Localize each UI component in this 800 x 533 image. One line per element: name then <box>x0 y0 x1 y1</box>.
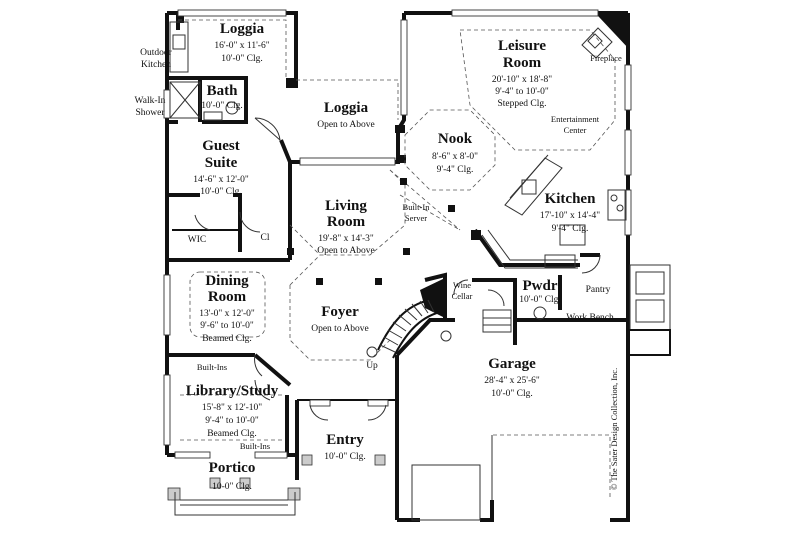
entry-clg: 10'-0" Clg. <box>324 452 365 462</box>
windows <box>163 9 632 459</box>
wic-label: WIC <box>188 235 206 245</box>
built-in-server-line2: Server <box>405 213 427 223</box>
built-ins-bottom-label: Built-Ins <box>240 441 270 451</box>
foyer-name: Foyer <box>321 304 359 320</box>
outdoor-kitchen-counter <box>169 21 189 73</box>
living-room-dims: 19'-8" x 14'-3" <box>318 234 374 244</box>
leisure-room-dims: 20'-10" x 18'-8" <box>492 75 552 85</box>
leisure-room-line2: Room <box>503 55 542 71</box>
columns <box>287 178 455 285</box>
library-study-clg1: 9'-4" to 10'-0" <box>205 416 259 426</box>
built-ins-top-label: Built-Ins <box>197 362 227 372</box>
bath-name: Bath <box>207 83 239 99</box>
living-room-line1: Living <box>325 198 367 214</box>
portico-columns <box>167 454 386 516</box>
library-study-dims: 15'-8" x 12'-10" <box>202 403 262 413</box>
solid-corners <box>176 13 628 318</box>
leisure-room-clg2: Stepped Clg. <box>497 99 546 109</box>
nook-clg: 9'-4" Clg. <box>437 165 474 175</box>
kitchen-island <box>481 154 627 269</box>
doors <box>194 117 601 421</box>
kitchen-dims: 17'-10" x 14'-4" <box>540 211 600 221</box>
dining-room-line1: Dining <box>205 273 249 289</box>
wine-cellar-line1: Wine <box>453 280 471 290</box>
entertainment-center-line2: Center <box>564 125 587 135</box>
leisure-room-clg1: 9'-4" to 10'-0" <box>495 87 549 97</box>
shower <box>169 81 239 121</box>
dining-room-line2: Room <box>208 289 247 305</box>
bath-clg: 10'-0" Clg. <box>201 101 242 111</box>
nook-dims: 8'-6" x 8'-0" <box>432 152 478 162</box>
guest-suite-line1: Guest <box>202 138 240 154</box>
leisure-room-line1: Leisure <box>498 38 546 54</box>
pwdr-fixtures <box>482 306 547 333</box>
loggia-open-name: Loggia <box>324 100 369 116</box>
library-study-name: Library/Study <box>186 383 279 399</box>
outdoor-kitchen-line1: Outdoor <box>140 48 173 58</box>
outdoor-kitchen-line2: Kitchen <box>141 60 171 70</box>
wine-cellar-line2: Cellar <box>452 291 473 301</box>
garage-name: Garage <box>488 356 536 372</box>
kitchen-clg: 9'-4" Clg. <box>552 224 589 234</box>
living-room-line2: Room <box>327 214 366 230</box>
loggia-back-dims: 16'-0" x 11'-6" <box>214 41 269 51</box>
nook-name: Nook <box>438 131 473 147</box>
portico-clg: 10-0" Clg. <box>212 482 252 492</box>
dining-room-clg1: 9'-6" to 10'-0" <box>200 321 254 331</box>
dining-room-dims: 13'-0" x 12'-0" <box>199 309 255 319</box>
garage-dims: 28'-4" x 25'-6" <box>484 376 540 386</box>
living-room-note: Open to Above <box>317 246 375 256</box>
garage-clg: 10'-0" Clg. <box>491 389 532 399</box>
stairs-up-label: Up <box>366 361 378 371</box>
kitchen-name: Kitchen <box>545 191 596 207</box>
foyer-note: Open to Above <box>311 324 369 334</box>
pwdr-clg: 10'-0" Clg. <box>519 295 560 305</box>
portico-name: Portico <box>209 460 256 476</box>
guest-suite-dims: 14'-6" x 12'-0" <box>193 175 249 185</box>
walk-in-shower-line2: Shower <box>135 108 165 118</box>
labels: Loggia 16'-0" x 11'-6" 10'-0" Clg. Outdo… <box>135 21 622 492</box>
copyright-text: © The Sater Design Collection, Inc. <box>609 368 619 490</box>
work-bench-label: Work Bench <box>566 313 614 323</box>
pantry-label: Pantry <box>586 285 611 295</box>
closet-label: Cl <box>261 233 270 243</box>
library-study-clg2: Beamed Clg. <box>207 429 257 439</box>
built-in-server-line1: Built-In <box>403 202 431 212</box>
loggia-back-clg: 10'-0" Clg. <box>221 54 262 64</box>
walk-in-shower-line1: Walk-In <box>135 96 166 106</box>
fireplace-hearth <box>581 27 613 59</box>
entertainment-center-line1: Entertainment <box>551 114 600 124</box>
guest-suite-line2: Suite <box>205 155 238 171</box>
fireplace-label: Fireplace <box>590 53 622 63</box>
garage-exterior <box>411 264 671 521</box>
guest-suite-clg: 10'-0" Clg. <box>200 187 241 197</box>
dining-room-clg2: Beamed Clg. <box>202 334 252 344</box>
pwdr-name: Pwdr <box>523 278 558 294</box>
stairs <box>366 299 452 359</box>
loggia-open-note: Open to Above <box>317 120 375 130</box>
entry-name: Entry <box>326 432 364 448</box>
loggia-back-name: Loggia <box>220 21 265 37</box>
